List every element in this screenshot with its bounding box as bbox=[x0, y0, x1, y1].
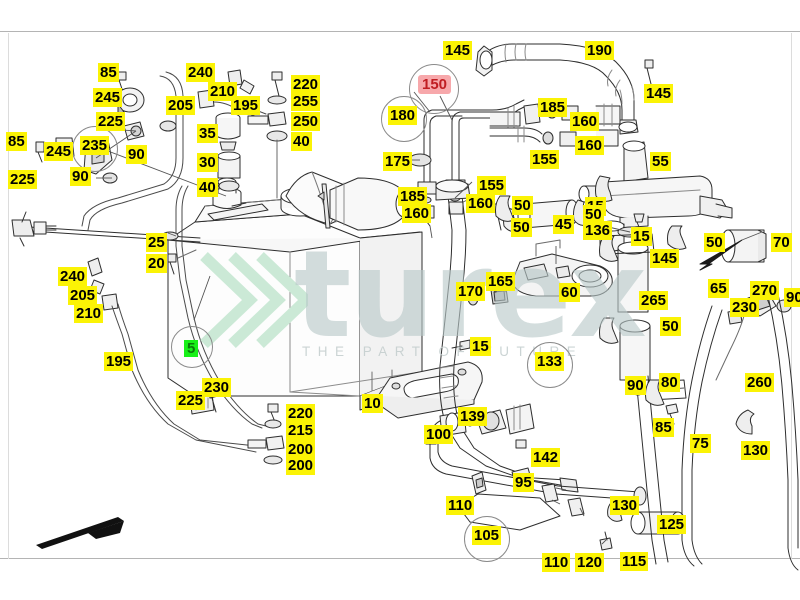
part-label-90[interactable]: 90 bbox=[625, 376, 646, 395]
part-label-240[interactable]: 240 bbox=[58, 267, 88, 286]
part-label-20[interactable]: 20 bbox=[146, 254, 167, 273]
part-label-225[interactable]: 225 bbox=[96, 112, 126, 131]
callout-circle-133 bbox=[527, 342, 573, 388]
part-label-120[interactable]: 120 bbox=[575, 553, 605, 572]
part-label-145[interactable]: 145 bbox=[650, 249, 680, 268]
part-label-160[interactable]: 160 bbox=[402, 204, 432, 223]
part-label-210[interactable]: 210 bbox=[208, 82, 238, 101]
part-label-230[interactable]: 230 bbox=[730, 298, 760, 317]
part-label-95[interactable]: 95 bbox=[513, 473, 534, 492]
parts-stack-220-215-200 bbox=[247, 403, 285, 465]
part-label-145[interactable]: 145 bbox=[443, 41, 473, 60]
part-label-142[interactable]: 142 bbox=[531, 448, 561, 467]
part-label-130[interactable]: 130 bbox=[610, 496, 640, 515]
part-label-60[interactable]: 60 bbox=[559, 283, 580, 302]
part-label-10[interactable]: 10 bbox=[362, 394, 383, 413]
callout-label-133[interactable]: 133 bbox=[535, 352, 565, 371]
part-label-125[interactable]: 125 bbox=[657, 515, 687, 534]
part-label-115[interactable]: 115 bbox=[620, 552, 649, 571]
part-label-136[interactable]: 136 bbox=[583, 221, 613, 240]
part-label-195[interactable]: 195 bbox=[231, 96, 261, 115]
part-label-145[interactable]: 145 bbox=[644, 84, 674, 103]
part-label-180[interactable]: 180 bbox=[388, 106, 418, 125]
part-label-205[interactable]: 205 bbox=[68, 286, 98, 305]
part-label-35[interactable]: 35 bbox=[197, 124, 218, 143]
part-label-200[interactable]: 200 bbox=[286, 456, 316, 475]
part-label-15[interactable]: 15 bbox=[470, 337, 491, 356]
part-label-160[interactable]: 160 bbox=[575, 136, 605, 155]
part-label-155[interactable]: 155 bbox=[530, 150, 560, 169]
part-label-215[interactable]: 215 bbox=[286, 421, 316, 440]
part-label-200[interactable]: 200 bbox=[286, 440, 316, 459]
callout-label-105[interactable]: 105 bbox=[472, 526, 502, 545]
parts-stack-220-255-250-40 bbox=[247, 71, 288, 199]
callout-circle-150 bbox=[409, 64, 459, 114]
part-label-220[interactable]: 220 bbox=[291, 75, 321, 94]
callout-circle-105 bbox=[464, 516, 510, 562]
part-label-255[interactable]: 255 bbox=[291, 92, 321, 111]
clamps-50-left bbox=[495, 195, 515, 222]
part-label-65[interactable]: 65 bbox=[708, 279, 729, 298]
callout-circle-5 bbox=[171, 326, 213, 368]
part-label-160[interactable]: 160 bbox=[570, 112, 600, 131]
hose-260 bbox=[681, 293, 799, 571]
part-label-70[interactable]: 70 bbox=[771, 233, 792, 252]
part-label-165[interactable]: 165 bbox=[486, 272, 516, 291]
part-label-85[interactable]: 85 bbox=[6, 132, 27, 151]
part-label-50[interactable]: 50 bbox=[512, 196, 533, 215]
part-label-90[interactable]: 90 bbox=[126, 145, 147, 164]
part-label-85[interactable]: 85 bbox=[98, 63, 119, 82]
part-label-250[interactable]: 250 bbox=[291, 112, 321, 131]
parts-stack-35-30-40 bbox=[215, 112, 241, 192]
callout-circle-180 bbox=[381, 96, 427, 142]
part-label-240[interactable]: 240 bbox=[186, 63, 216, 82]
part-label-50[interactable]: 50 bbox=[660, 317, 681, 336]
part-label-155[interactable]: 155 bbox=[477, 176, 507, 195]
part-label-50[interactable]: 50 bbox=[583, 205, 604, 224]
part-label-175[interactable]: 175 bbox=[383, 152, 413, 171]
part-label-55[interactable]: 55 bbox=[650, 152, 671, 171]
part-label-75[interactable]: 75 bbox=[690, 434, 711, 453]
part-label-15[interactable]: 15 bbox=[631, 227, 652, 246]
part-label-170[interactable]: 170 bbox=[456, 282, 486, 301]
part-label-50[interactable]: 50 bbox=[704, 233, 725, 252]
part-label-139[interactable]: 139 bbox=[458, 407, 488, 426]
callout-label-235[interactable]: 235 bbox=[80, 136, 110, 155]
part-label-185[interactable]: 185 bbox=[398, 187, 428, 206]
part-label-185[interactable]: 185 bbox=[538, 98, 568, 117]
part-label-160[interactable]: 160 bbox=[466, 194, 496, 213]
part-label-245[interactable]: 245 bbox=[44, 142, 74, 161]
part-label-110[interactable]: 110 bbox=[446, 496, 475, 515]
bracket-60 bbox=[511, 239, 613, 297]
hose-75 bbox=[631, 375, 755, 565]
part-label-130[interactable]: 130 bbox=[741, 441, 771, 460]
part-label-225[interactable]: 225 bbox=[8, 170, 38, 189]
callout-label-5[interactable]: 5 bbox=[184, 340, 199, 357]
part-label-30[interactable]: 30 bbox=[197, 153, 218, 172]
part-label-190[interactable]: 190 bbox=[585, 41, 615, 60]
part-label-90[interactable]: 90 bbox=[70, 167, 91, 186]
part-label-45[interactable]: 45 bbox=[553, 215, 574, 234]
part-label-265[interactable]: 265 bbox=[639, 291, 669, 310]
part-label-85[interactable]: 85 bbox=[653, 418, 674, 437]
part-label-195[interactable]: 195 bbox=[104, 352, 134, 371]
part-label-25[interactable]: 25 bbox=[146, 233, 167, 252]
part-label-220[interactable]: 220 bbox=[286, 404, 316, 423]
part-label-245[interactable]: 245 bbox=[93, 88, 123, 107]
part-label-225[interactable]: 225 bbox=[176, 391, 206, 410]
part-label-210[interactable]: 210 bbox=[74, 304, 104, 323]
part-label-90[interactable]: 90 bbox=[784, 288, 800, 307]
part-label-40[interactable]: 40 bbox=[197, 178, 218, 197]
part-label-40[interactable]: 40 bbox=[291, 132, 312, 151]
part-label-205[interactable]: 205 bbox=[166, 96, 196, 115]
part-label-230[interactable]: 230 bbox=[202, 378, 232, 397]
direction-arrow-icon bbox=[36, 517, 124, 549]
part-label-260[interactable]: 260 bbox=[745, 373, 775, 392]
part-label-110[interactable]: 110 bbox=[542, 553, 571, 572]
part-label-100[interactable]: 100 bbox=[424, 425, 454, 444]
callout-label-150[interactable]: 150 bbox=[418, 75, 452, 94]
part-label-80[interactable]: 80 bbox=[659, 373, 680, 392]
part-label-270[interactable]: 270 bbox=[750, 281, 780, 300]
part-label-50[interactable]: 50 bbox=[511, 218, 532, 237]
